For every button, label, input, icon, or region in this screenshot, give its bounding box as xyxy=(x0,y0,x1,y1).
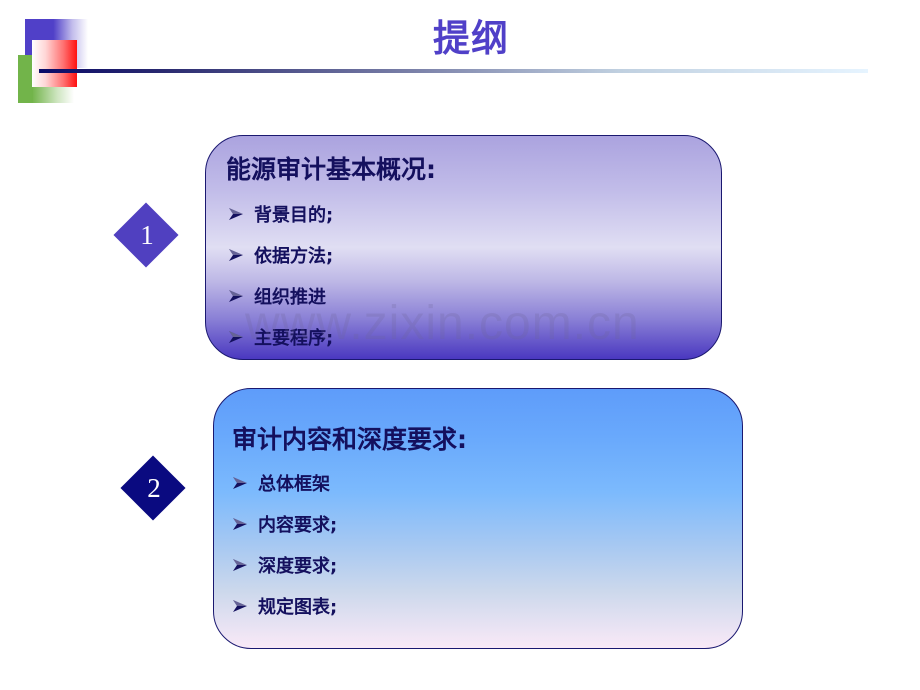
section-2-box xyxy=(213,388,743,649)
page-title: 提纲 xyxy=(433,17,509,60)
title-underline-rule xyxy=(39,69,868,73)
arrowhead-bullet-icon xyxy=(229,208,243,220)
arrowhead-bullet-icon xyxy=(233,518,247,530)
section-2-item-label: 规定图表; xyxy=(258,597,338,618)
section-2-item: 总体框架 xyxy=(232,470,330,496)
section-1-item: 依据方法; xyxy=(228,242,333,268)
section-1-heading: 能源审计基本概况: xyxy=(226,155,436,184)
section-1-item: 组织推进 xyxy=(228,283,326,309)
section-1-number: 1 xyxy=(140,220,154,250)
section-1-box xyxy=(205,135,722,360)
arrowhead-bullet-icon xyxy=(229,290,243,302)
decorative-green-strip xyxy=(32,87,74,103)
section-2-heading: 审计内容和深度要求: xyxy=(232,425,467,454)
section-2-number: 2 xyxy=(147,473,161,503)
section-1-item-label: 组织推进 xyxy=(254,287,326,308)
section-1-item: 主要程序; xyxy=(228,324,333,350)
decorative-red-square xyxy=(32,40,77,87)
arrowhead-bullet-icon xyxy=(233,477,247,489)
section-1-item-label: 背景目的; xyxy=(254,205,334,226)
section-2-item: 内容要求; xyxy=(232,511,337,537)
section-2-item-label: 内容要求; xyxy=(258,515,338,536)
section-2-item-label: 深度要求; xyxy=(258,556,338,577)
arrowhead-bullet-icon xyxy=(229,331,243,343)
section-2-item: 深度要求; xyxy=(232,552,337,578)
arrowhead-bullet-icon xyxy=(233,600,247,612)
section-1-item: 背景目的; xyxy=(228,201,333,227)
section-1-item-label: 依据方法; xyxy=(254,246,334,267)
decorative-green-bar xyxy=(18,55,33,103)
section-1-item-label: 主要程序; xyxy=(254,328,334,349)
arrowhead-bullet-icon xyxy=(233,559,247,571)
section-2-item-label: 总体框架 xyxy=(258,474,330,495)
arrowhead-bullet-icon xyxy=(229,249,243,261)
section-2-item: 规定图表; xyxy=(232,593,337,619)
